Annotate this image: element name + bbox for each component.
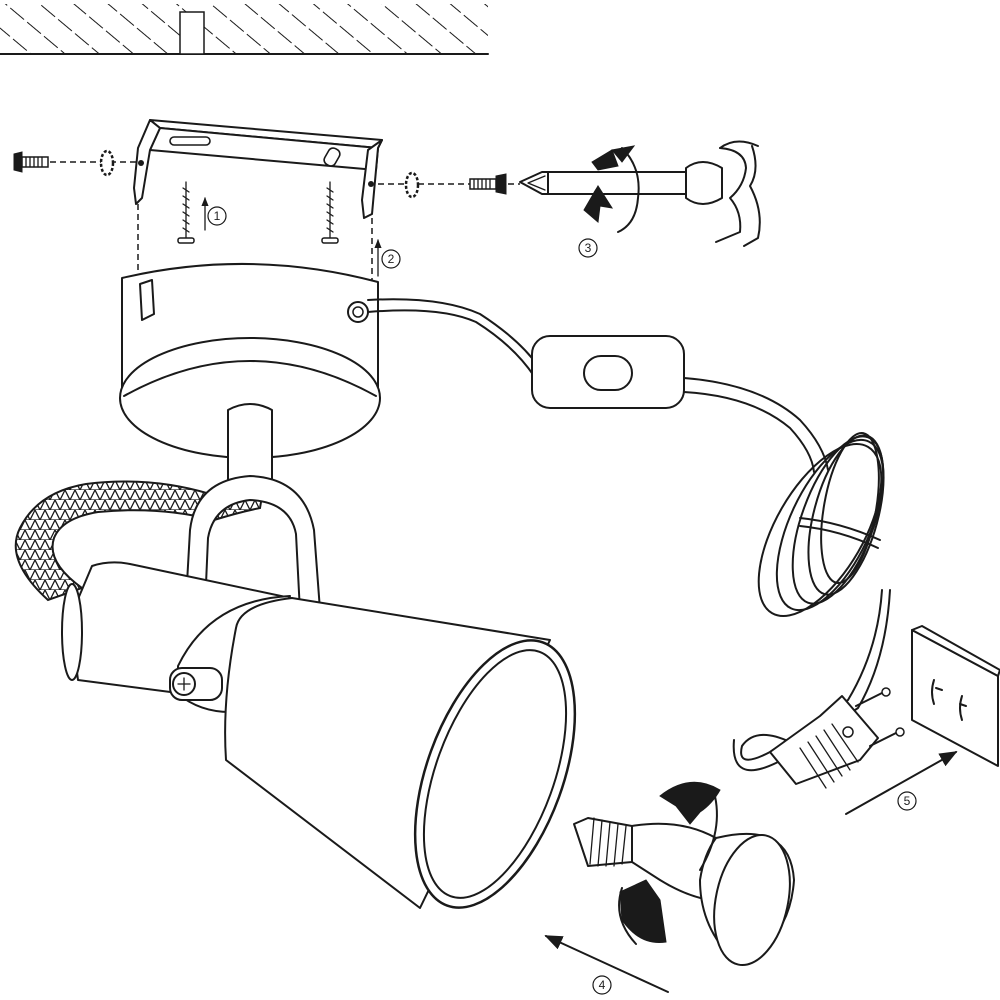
inline-switch-icon (531, 335, 685, 409)
step-3-badge: 3 (578, 238, 598, 258)
wall-socket-icon (911, 625, 1000, 767)
step-5-badge: 5 (897, 791, 917, 811)
reflector-bulb-icon (573, 817, 795, 966)
mounting-bracket-icon (133, 119, 383, 219)
lock-washer-icon (13, 149, 520, 199)
euro-plug-icon (769, 687, 905, 789)
step-5-arrow (845, 751, 958, 815)
step-1-label: 1 (214, 209, 221, 223)
step-1-badge: 1 (207, 206, 227, 226)
step-4-label: 4 (599, 978, 606, 992)
step-5-label: 5 (904, 794, 911, 808)
power-cable (367, 298, 829, 473)
step-2-label: 2 (388, 252, 395, 266)
screwdriver-icon (519, 140, 761, 247)
rotate-arrows (618, 781, 721, 945)
canopy-base-icon (119, 262, 381, 459)
step-4-arrow (544, 935, 669, 993)
spot-lamp-shade-icon (224, 597, 577, 909)
tilt-knob (169, 667, 223, 701)
step-4-badge: 4 (592, 975, 612, 995)
ceiling-hatch-icon (0, 4, 489, 55)
step-3-label: 3 (585, 241, 592, 255)
coiled-cable-icon (732, 432, 891, 772)
step-2-badge: 2 (381, 249, 401, 269)
screw-icon (177, 181, 339, 244)
